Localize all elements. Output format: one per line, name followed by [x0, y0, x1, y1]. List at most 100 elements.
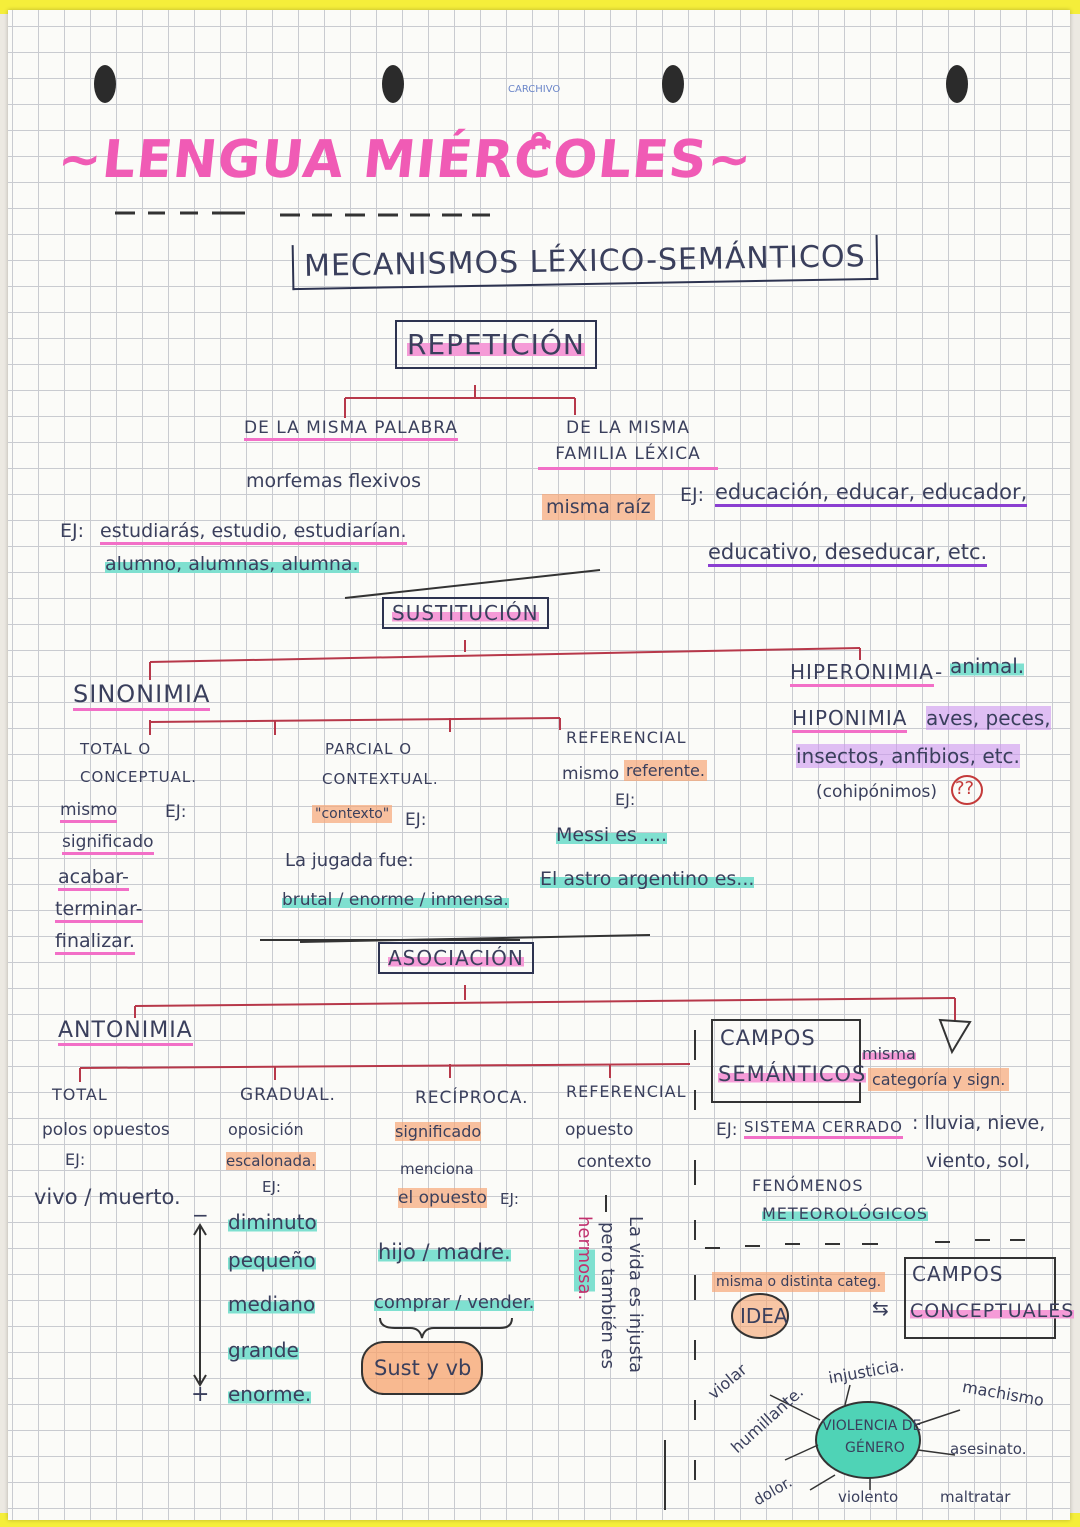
rep-ej2-prefix: EJ:	[680, 484, 705, 506]
campos-sem-fen1: FENÓMENOS	[752, 1176, 864, 1195]
campos-sem-ej: EJ:	[716, 1120, 738, 1140]
campos-sem-fen2: METEOROLÓGICOS	[762, 1204, 929, 1223]
ant-ref-label: REFERENCIAL	[566, 1082, 687, 1101]
campos-conc-label1: CAMPOS	[912, 1262, 1004, 1286]
concept-word: maltratar	[940, 1488, 1011, 1506]
ant-total-label: TOTAL	[52, 1085, 108, 1104]
violencia-label2: GÉNERO	[845, 1440, 905, 1456]
sin-ref-ex1: Messi es ....	[556, 824, 667, 846]
ant-gradual-label: GRADUAL.	[240, 1085, 336, 1105]
ant-ref-v1: La vida es injusta	[625, 1216, 646, 1374]
campos-sem-ex2: viento, sol,	[926, 1150, 1031, 1172]
gradual-scale-4: enorme.	[228, 1382, 312, 1406]
main-heading-text: MECANISMOS LÉXICO-SEMÁNTICOS	[303, 239, 866, 284]
question-marks: ??	[955, 778, 975, 799]
brand-logo: CARCHIVO	[508, 84, 561, 95]
ant-reciproca-desc1: significado	[395, 1122, 482, 1141]
sin-total-ex1: acabar-	[58, 866, 129, 891]
campos-sem-label1: CAMPOS	[720, 1026, 816, 1050]
gradual-scale-1: pequeño	[228, 1248, 316, 1272]
gradual-plus: +	[191, 1382, 210, 1407]
sin-total-ex3: finalizar.	[55, 930, 135, 955]
sust-bubble-label: Sust y vb	[374, 1356, 472, 1380]
sin-parcial-ej: EJ:	[405, 810, 427, 830]
concept-word: asesinato.	[950, 1440, 1027, 1458]
hiponimia-label: HIPONIMIA	[792, 706, 908, 733]
campos-conc-label2: CONCEPTUALES	[910, 1300, 1075, 1322]
sin-ref-label: REFERENCIAL	[566, 728, 687, 747]
sin-parcial-contexto: "contexto"	[312, 805, 393, 823]
ant-gradual-desc1: oposición	[228, 1120, 304, 1139]
ant-reciproca-ej: EJ:	[500, 1190, 519, 1208]
rep-ej1-line1: estudiarás, estudio, estudiarían.	[100, 520, 407, 545]
sin-total-desc1: mismo	[60, 800, 118, 823]
campos-sem-ex1: : lluvia, nieve,	[912, 1112, 1046, 1134]
binder-hole	[94, 65, 116, 103]
sin-ref-ex2: El astro argentino es...	[540, 868, 755, 890]
sust-bubble	[361, 1341, 483, 1395]
gradual-scale-2: mediano	[228, 1292, 316, 1316]
ant-reciproca-desc3: el opuesto	[398, 1188, 487, 1208]
ant-reciproca-ex2: comprar / vender.	[374, 1292, 535, 1313]
gradual-minus: −	[192, 1203, 209, 1227]
sin-ref-desc-prefix: mismo	[562, 764, 620, 784]
campos-sem-label2: SEMÁNTICOS	[718, 1062, 867, 1086]
ant-reciproca-label: RECÍPROCA.	[415, 1088, 529, 1108]
sin-total-desc2: significado	[62, 832, 154, 855]
sin-parcial-ex2: brutal / enorme / inmensa.	[282, 890, 509, 910]
gradual-scale-0: diminuto	[228, 1210, 317, 1234]
sin-parcial-ex1: La jugada fue:	[285, 850, 414, 871]
hipo-ex1: aves, peces,	[926, 706, 1051, 730]
ant-total-ex: vivo / muerto.	[34, 1185, 181, 1209]
ant-ref-v2: pero también es	[597, 1222, 618, 1369]
rep-ej1-prefix: EJ:	[60, 520, 85, 542]
hiper-ex: animal.	[950, 654, 1025, 678]
binder-hole	[382, 65, 404, 103]
rep-branch1-note: morfemas flexivos	[246, 470, 422, 492]
page-title: ~LENGUA MIÉRCOLES~	[54, 130, 756, 190]
rep-ej1-line2: alumno, alumnas, alumna.	[105, 553, 359, 575]
ant-ref-desc2: contexto	[577, 1152, 652, 1172]
ant-total-ej: EJ:	[65, 1150, 86, 1169]
rep-ej2-line2: educativo, deseducar, etc.	[708, 540, 988, 567]
sin-total-label1: TOTAL O	[80, 740, 152, 758]
sin-parcial-label2: CONTEXTUAL.	[322, 770, 439, 788]
rep-branch1-label: DE LA MISMA PALABRA	[244, 418, 459, 441]
antonimia-label: ANTONIMIA	[58, 1018, 193, 1046]
cohiponimos: (cohipónimos)	[816, 782, 938, 802]
sin-total-label2: CONCEPTUAL.	[80, 768, 198, 786]
sustitucion-label: SUSTITUCIÓN	[392, 601, 539, 625]
binder-hole	[662, 65, 684, 103]
campos-sem-sistema: SISTEMA CERRADO	[744, 1118, 903, 1139]
sin-total-ej: EJ:	[165, 802, 187, 822]
repeticion-label: REPETICIÓN	[407, 328, 585, 361]
sin-ref-ex2-text: El astro argentino es...	[540, 868, 755, 890]
rep-branch2-note: misma raíz	[542, 494, 655, 520]
sin-ref-desc-hl: referente.	[624, 760, 707, 781]
campos-conc-arrow: ⇆	[872, 1296, 889, 1320]
ant-reciproca-desc2: menciona	[400, 1160, 474, 1178]
campos-sem-note2: categoría y sign.	[868, 1068, 1010, 1091]
sin-ref-ex1-text: Messi es ....	[556, 824, 667, 846]
violencia-label1: VIOLENCIA DE	[822, 1418, 922, 1434]
ant-total-desc: polos opuestos	[42, 1120, 170, 1140]
asociacion-box: ASOCIACIÓN	[378, 942, 534, 974]
hiperonimia-label: HIPERONIMIA	[790, 660, 934, 687]
rep-branch2-label: DE LA MISMA FAMILIA LÉXICA	[538, 415, 718, 470]
sustitucion-box: SUSTITUCIÓN	[382, 597, 549, 629]
asociacion-label: ASOCIACIÓN	[388, 946, 524, 970]
sin-total-ex2: terminar-	[55, 898, 143, 923]
sin-ref-ej: EJ:	[615, 790, 636, 809]
ant-gradual-ej: EJ:	[262, 1178, 281, 1196]
hipo-ex2: insectos, anfibios, etc.	[796, 744, 1020, 768]
hiper-dash: -	[935, 660, 943, 684]
sin-parcial-label1: PARCIAL O	[325, 740, 413, 758]
rep-ej2-line1: educación, educar, educador,	[715, 480, 1028, 507]
campos-conc-idea: IDEA	[740, 1304, 788, 1328]
sinonimia-label: SINONIMIA	[73, 680, 211, 711]
concept-word: violento	[838, 1488, 899, 1506]
ant-ref-v3: hermosa.	[574, 1216, 595, 1301]
ant-reciproca-ex1: hijo / madre.	[378, 1240, 511, 1264]
ant-ref-desc1: opuesto	[565, 1120, 634, 1140]
